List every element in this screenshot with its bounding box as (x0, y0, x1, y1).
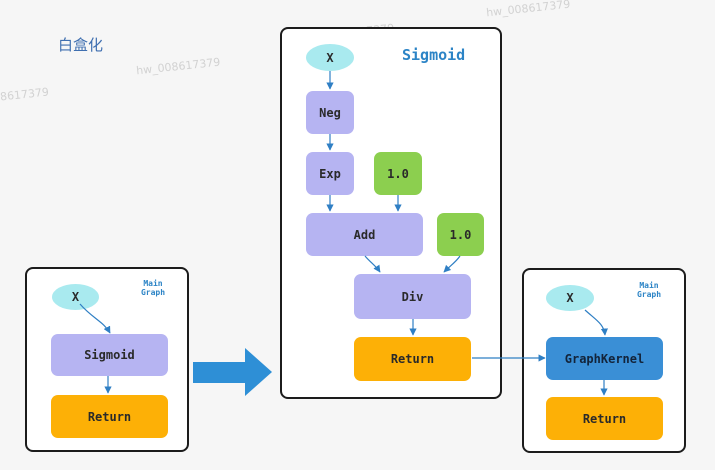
add-node[interactable]: Add (306, 213, 423, 256)
main-graph-title: Main Graph (135, 279, 171, 297)
transform-arrow (193, 348, 272, 396)
main-graph-panel-left: Main Graph X Sigmoid Return (25, 267, 189, 452)
main-graph-title-line2: Graph (636, 290, 662, 299)
input-x-node[interactable]: X (306, 44, 354, 71)
constant-node[interactable]: 1.0 (374, 152, 422, 195)
return-node[interactable]: Return (354, 337, 471, 381)
input-x-node[interactable]: X (546, 285, 594, 311)
edge-x-to-sigmoid (79, 303, 111, 334)
return-node[interactable]: Return (51, 395, 168, 438)
edge-add-to-div (364, 255, 381, 273)
graph-kernel-node[interactable]: GraphKernel (546, 337, 663, 380)
return-node[interactable]: Return (546, 397, 663, 440)
main-graph-title-line1: Main (639, 281, 659, 290)
sigmoid-subgraph-title: Sigmoid (402, 46, 466, 64)
edge-const-to-div (443, 255, 461, 273)
main-graph-title-line2: Graph (140, 288, 166, 297)
constant-node[interactable]: 1.0 (437, 213, 484, 256)
sigmoid-node[interactable]: Sigmoid (51, 334, 168, 376)
main-graph-title-line1: Main (143, 279, 163, 288)
main-graph-panel-right: Main Graph X GraphKernel Return (522, 268, 686, 453)
page-title: 白盒化 (58, 36, 104, 54)
input-x-node[interactable]: X (52, 284, 99, 310)
exp-node[interactable]: Exp (306, 152, 354, 195)
edge-x-to-graph-kernel (584, 309, 608, 336)
main-graph-title: Main Graph (631, 281, 667, 299)
sigmoid-subgraph-panel: Sigmoid X Neg Exp 1.0 Add 1.0 Div Return (280, 27, 502, 399)
neg-node[interactable]: Neg (306, 91, 354, 134)
div-node[interactable]: Div (354, 274, 471, 319)
